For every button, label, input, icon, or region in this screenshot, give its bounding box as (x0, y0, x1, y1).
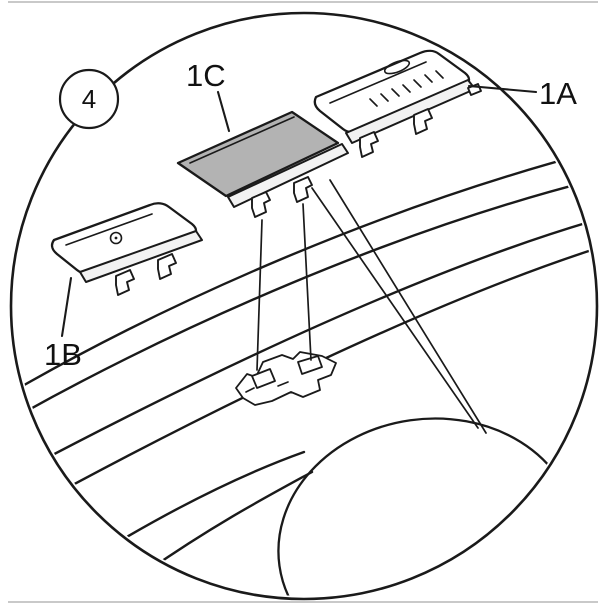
lower-body-line-1 (106, 450, 306, 550)
cap-1a-clip-right (413, 108, 433, 135)
cap-1c-rim-line (189, 116, 295, 164)
cap-1b-clip-left (115, 269, 135, 296)
cap-1c-top-face (176, 110, 340, 198)
cap-1b-hole-center (114, 236, 118, 240)
bracket-detail-line-2 (245, 387, 255, 393)
cap-1b-hole-detail (109, 231, 123, 245)
cap-1a-rim-line (329, 61, 427, 104)
cap-1b-clip-right (157, 253, 177, 280)
frame-border-top (8, 1, 598, 3)
cap-1a-grip-lines (369, 70, 444, 107)
guide-line-left (256, 219, 263, 371)
callout-number: 4 (82, 84, 96, 114)
part-1b-cap (50, 202, 203, 296)
part-1c-cap (176, 110, 349, 218)
cap-1b-lip (79, 230, 203, 283)
label-part-1c: 1C (186, 58, 226, 93)
lower-body-line-2 (144, 470, 314, 574)
label-part-1b: 1B (44, 337, 82, 372)
callout-circle (58, 68, 120, 130)
label-part-1a: 1A (539, 76, 577, 111)
cap-1b-rim-line (65, 213, 153, 246)
frame-border-bottom (8, 601, 598, 603)
cap-1a-clip-left (359, 131, 379, 158)
leader-line-1a (467, 84, 538, 94)
leader-line-1c (216, 90, 231, 133)
mounting-bracket (235, 351, 337, 406)
guide-lines (256, 179, 487, 434)
part-1a-cap (313, 49, 482, 158)
leader-line-1b (60, 276, 73, 338)
detail-circle (9, 11, 599, 601)
callout-badge: 4 (58, 68, 120, 130)
guide-line-far-2 (329, 179, 487, 434)
guide-line-far-1 (311, 187, 479, 429)
bracket-detail-line-1 (277, 381, 289, 387)
cap-1a-oval-detail (383, 59, 411, 75)
roof-rail-channel-top (18, 218, 594, 474)
cap-1c-clip-right (293, 176, 313, 203)
bracket-slot-left (251, 368, 276, 389)
cap-1c-lip (227, 143, 349, 208)
roof-contour-line-2 (14, 178, 594, 420)
guide-line-right (302, 203, 312, 361)
cap-1c-clip-left (251, 191, 271, 218)
roof-contour-line-1 (14, 150, 594, 394)
